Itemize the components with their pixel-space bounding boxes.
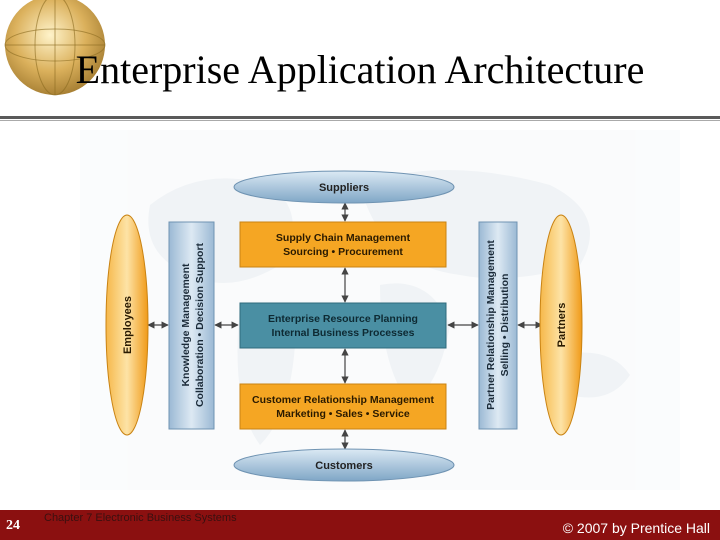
customers-label: Customers bbox=[315, 460, 372, 472]
partners-label: Partners bbox=[556, 303, 568, 348]
prm-line1: Partner Relationship Management bbox=[485, 240, 497, 410]
scm-box: Supply Chain Management Sourcing • Procu… bbox=[240, 222, 446, 267]
km-line2: Collaboration • Decision Support bbox=[194, 242, 206, 407]
crm-box: Customer Relationship Management Marketi… bbox=[240, 384, 446, 429]
architecture-diagram: Suppliers Customers Supply Chain Managem… bbox=[80, 125, 680, 500]
partners-node: Partners bbox=[540, 215, 582, 435]
km-bar: Knowledge Management Collaboration • Dec… bbox=[169, 222, 214, 429]
copyright-label: © 2007 by Prentice Hall bbox=[563, 520, 710, 536]
km-line1: Knowledge Management bbox=[180, 263, 192, 387]
page-number: 24 bbox=[6, 518, 20, 534]
scm-line2: Sourcing • Procurement bbox=[283, 246, 403, 258]
customers-node: Customers bbox=[234, 449, 454, 481]
slide-title: Enterprise Application Architecture bbox=[0, 46, 720, 93]
erp-box: Enterprise Resource Planning Internal Bu… bbox=[240, 303, 446, 348]
prm-line2: Selling • Distribution bbox=[499, 274, 511, 377]
chapter-label: Chapter 7 Electronic Business Systems bbox=[44, 512, 237, 524]
scm-line1: Supply Chain Management bbox=[276, 232, 411, 244]
employees-node: Employees bbox=[106, 215, 148, 435]
title-divider bbox=[0, 116, 720, 119]
erp-line2: Internal Business Processes bbox=[272, 327, 415, 339]
erp-line1: Enterprise Resource Planning bbox=[268, 313, 418, 325]
crm-line1: Customer Relationship Management bbox=[252, 394, 435, 406]
title-divider-thin bbox=[0, 120, 720, 121]
prm-bar: Partner Relationship Management Selling … bbox=[479, 222, 517, 429]
suppliers-label: Suppliers bbox=[319, 182, 369, 194]
crm-line2: Marketing • Sales • Service bbox=[276, 408, 410, 420]
employees-label: Employees bbox=[122, 296, 134, 354]
suppliers-node: Suppliers bbox=[234, 171, 454, 203]
